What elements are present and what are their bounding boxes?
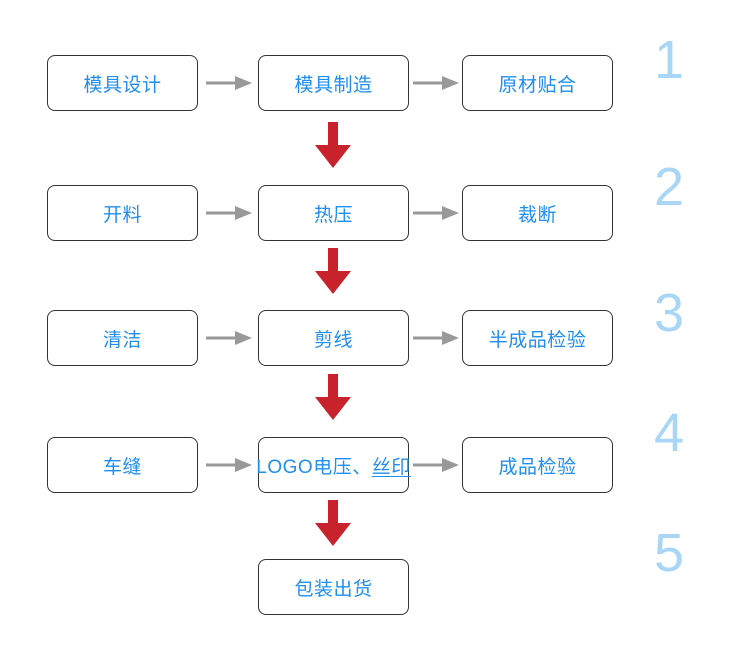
process-box: 剪线 bbox=[258, 310, 409, 366]
arrow-right-icon bbox=[413, 458, 459, 472]
step-number: 3 bbox=[653, 283, 685, 343]
step-number: 4 bbox=[653, 403, 685, 463]
process-box-label: 成品检验 bbox=[498, 456, 577, 478]
process-box: LOGO电压、丝印 bbox=[256, 437, 411, 493]
process-box: 模具设计 bbox=[47, 55, 198, 111]
process-box-label: 清洁 bbox=[102, 329, 142, 351]
arrow-right-icon bbox=[206, 331, 252, 345]
step-number: 1 bbox=[653, 30, 685, 90]
process-box: 成品检验 bbox=[462, 437, 613, 493]
process-box: 车缝 bbox=[47, 437, 198, 493]
arrow-down-icon bbox=[315, 122, 351, 168]
process-box: 模具制造 bbox=[258, 55, 409, 111]
process-box-label: 包装出货 bbox=[294, 578, 373, 600]
process-box-label: 车缝 bbox=[102, 456, 142, 478]
process-box-label: LOGO电压、 bbox=[256, 456, 372, 478]
arrow-right-icon bbox=[206, 458, 252, 472]
process-box-label: 原材贴合 bbox=[498, 74, 577, 96]
step-number: 5 bbox=[653, 523, 685, 583]
process-box-label: 裁断 bbox=[517, 204, 557, 226]
process-box-label: 剪线 bbox=[313, 329, 353, 351]
process-box-label-underlined: 丝印 bbox=[371, 456, 411, 478]
process-box: 半成品检验 bbox=[462, 310, 613, 366]
process-box: 裁断 bbox=[462, 185, 613, 241]
arrow-right-icon bbox=[413, 206, 459, 220]
arrow-down-icon bbox=[315, 374, 351, 420]
arrow-down-icon bbox=[315, 248, 351, 294]
arrow-right-icon bbox=[413, 331, 459, 345]
process-box-label: 半成品检验 bbox=[488, 329, 587, 351]
process-box-label: 模具设计 bbox=[83, 74, 162, 96]
arrow-right-icon bbox=[206, 206, 252, 220]
process-box-label: 开料 bbox=[102, 204, 142, 226]
process-box-label: 热压 bbox=[313, 204, 353, 226]
process-box: 热压 bbox=[258, 185, 409, 241]
process-box: 原材贴合 bbox=[462, 55, 613, 111]
process-box: 包装出货 bbox=[258, 559, 409, 615]
process-box: 清洁 bbox=[47, 310, 198, 366]
process-box-label: 模具制造 bbox=[294, 74, 373, 96]
arrow-down-icon bbox=[315, 500, 351, 546]
step-number: 2 bbox=[653, 157, 685, 217]
process-box: 开料 bbox=[47, 185, 198, 241]
arrow-right-icon bbox=[206, 76, 252, 90]
arrow-right-icon bbox=[413, 76, 459, 90]
